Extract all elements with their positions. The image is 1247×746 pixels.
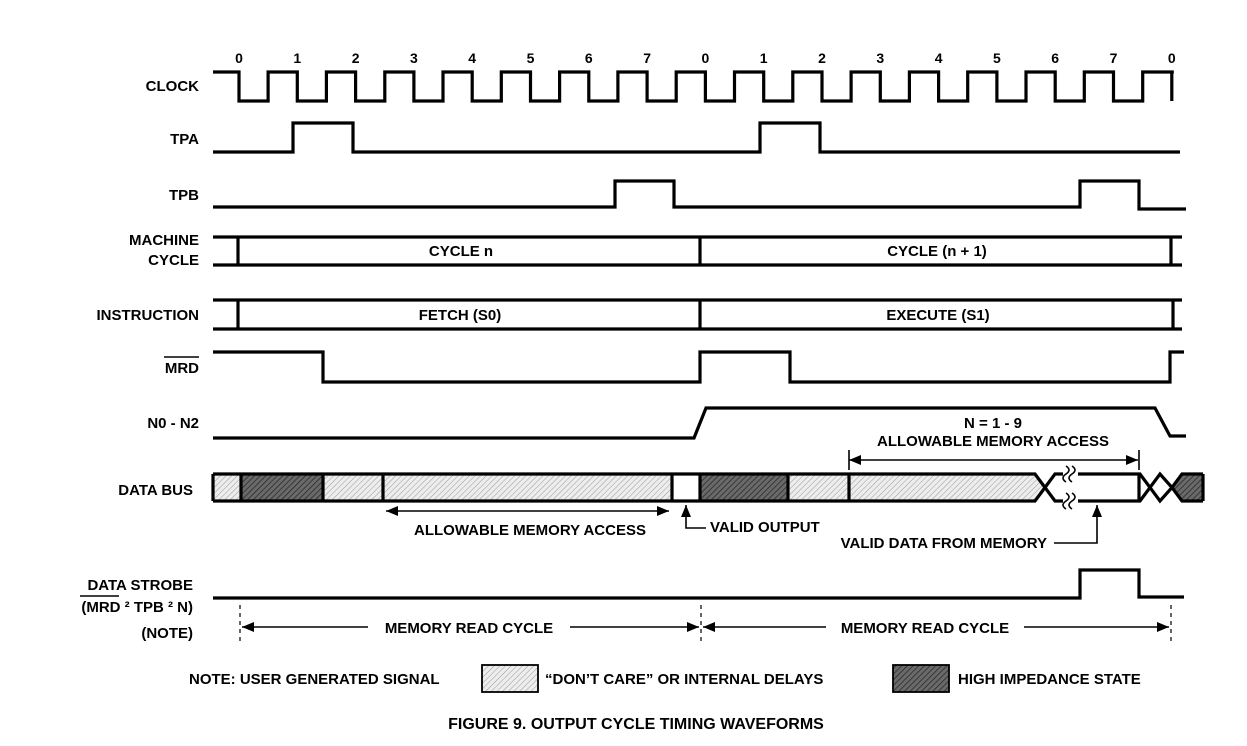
mrd-label: MRD bbox=[165, 360, 199, 377]
valid-output-leader bbox=[681, 505, 706, 529]
data-bus bbox=[211, 465, 1205, 510]
cycle-n-label: CYCLE n bbox=[429, 243, 493, 260]
tpb-label: TPB bbox=[169, 187, 199, 204]
allowable-access-top-label: ALLOWABLE MEMORY ACCESS bbox=[877, 433, 1109, 450]
machine-cycle-bus bbox=[213, 235, 1182, 267]
data-bus-dont-care-segment bbox=[788, 474, 1045, 501]
data-bus-dont-care-segment bbox=[323, 474, 672, 501]
legend-high-z-text: HIGH IMPEDANCE STATE bbox=[958, 671, 1141, 688]
valid-data-leader bbox=[1054, 505, 1102, 544]
clock-tick-label: 0 bbox=[1168, 50, 1176, 66]
tpa-label: TPA bbox=[170, 131, 199, 148]
clock-tick-labels: 0 1 2 3 4 5 6 7 0 1 2 3 4 5 6 7 0 bbox=[235, 50, 1176, 66]
clock-tick-label: 6 bbox=[1051, 50, 1059, 66]
clock-tick-label: 3 bbox=[876, 50, 884, 66]
clock-tick-label: 0 bbox=[235, 50, 243, 66]
figure-caption: FIGURE 9. OUTPUT CYCLE TIMING WAVEFORMS bbox=[448, 716, 824, 733]
clock-tick-label: 1 bbox=[293, 50, 301, 66]
fetch-phase-label: FETCH (S0) bbox=[419, 307, 502, 324]
data-strobe-label-line1: DATA STROBE bbox=[87, 577, 193, 594]
tpa-waveform bbox=[213, 121, 1180, 154]
clock-tick-label: 7 bbox=[643, 50, 651, 66]
clock-tick-label: 2 bbox=[352, 50, 360, 66]
clock-tick-label: 4 bbox=[935, 50, 943, 66]
legend-note-text: NOTE: USER GENERATED SIGNAL bbox=[189, 671, 440, 688]
n0-n2-label: N0 - N2 bbox=[147, 415, 199, 432]
clock-tick-label: 3 bbox=[410, 50, 418, 66]
clock-tick-label: 5 bbox=[527, 50, 535, 66]
data-bus-dont-care-segment bbox=[213, 474, 241, 501]
clock-tick-label: 4 bbox=[468, 50, 476, 66]
data-strobe-waveform bbox=[213, 568, 1184, 600]
data-bus-valid-output-segment bbox=[672, 474, 700, 501]
tpb-waveform bbox=[213, 179, 1186, 211]
data-bus-label: DATA BUS bbox=[118, 482, 193, 499]
n0-n2-waveform bbox=[213, 406, 1186, 440]
allowable-access-bottom-label: ALLOWABLE MEMORY ACCESS bbox=[414, 522, 646, 539]
machine-cycle-label-line2: CYCLE bbox=[148, 252, 199, 269]
data-bus-high-impedance-segment bbox=[1172, 474, 1203, 501]
clock-tick-label: 6 bbox=[585, 50, 593, 66]
data-bus-high-impedance-segment bbox=[241, 474, 323, 501]
machine-cycle-label-line1: MACHINE bbox=[129, 232, 199, 249]
memory-read-left-label: MEMORY READ CYCLE bbox=[385, 620, 553, 637]
data-bus-high-impedance-segment bbox=[700, 474, 788, 501]
mrd-waveform bbox=[213, 350, 1184, 384]
instruction-label: INSTRUCTION bbox=[97, 307, 200, 324]
cycle-n1-label: CYCLE (n + 1) bbox=[887, 243, 987, 260]
valid-output-label: VALID OUTPUT bbox=[710, 519, 820, 536]
clock-tick-label: 5 bbox=[993, 50, 1001, 66]
data-strobe-label-line2: (MRD ² TPB ² N) bbox=[81, 599, 193, 616]
clock-tick-label: 1 bbox=[760, 50, 768, 66]
instruction-bus bbox=[213, 298, 1182, 331]
n-range-label: N = 1 - 9 bbox=[964, 415, 1022, 432]
valid-data-label: VALID DATA FROM MEMORY bbox=[841, 535, 1047, 552]
clock-tick-label: 0 bbox=[702, 50, 710, 66]
clock-tick-label: 2 bbox=[818, 50, 826, 66]
clock-tick-label: 7 bbox=[1110, 50, 1118, 66]
data-bus-break-mark-top bbox=[1062, 465, 1076, 483]
legend-dont-care-swatch bbox=[481, 664, 539, 693]
data-strobe-label-line3: (NOTE) bbox=[141, 625, 193, 642]
execute-phase-label: EXECUTE (S1) bbox=[886, 307, 989, 324]
clock-label: CLOCK bbox=[146, 78, 199, 95]
memory-read-right-label: MEMORY READ CYCLE bbox=[841, 620, 1009, 637]
legend-high-z-swatch bbox=[892, 664, 950, 693]
legend-dont-care-text: “DON’T CARE” OR INTERNAL DELAYS bbox=[545, 671, 823, 688]
data-bus-break-mark-bottom bbox=[1062, 492, 1076, 510]
clock-waveform bbox=[213, 70, 1174, 103]
